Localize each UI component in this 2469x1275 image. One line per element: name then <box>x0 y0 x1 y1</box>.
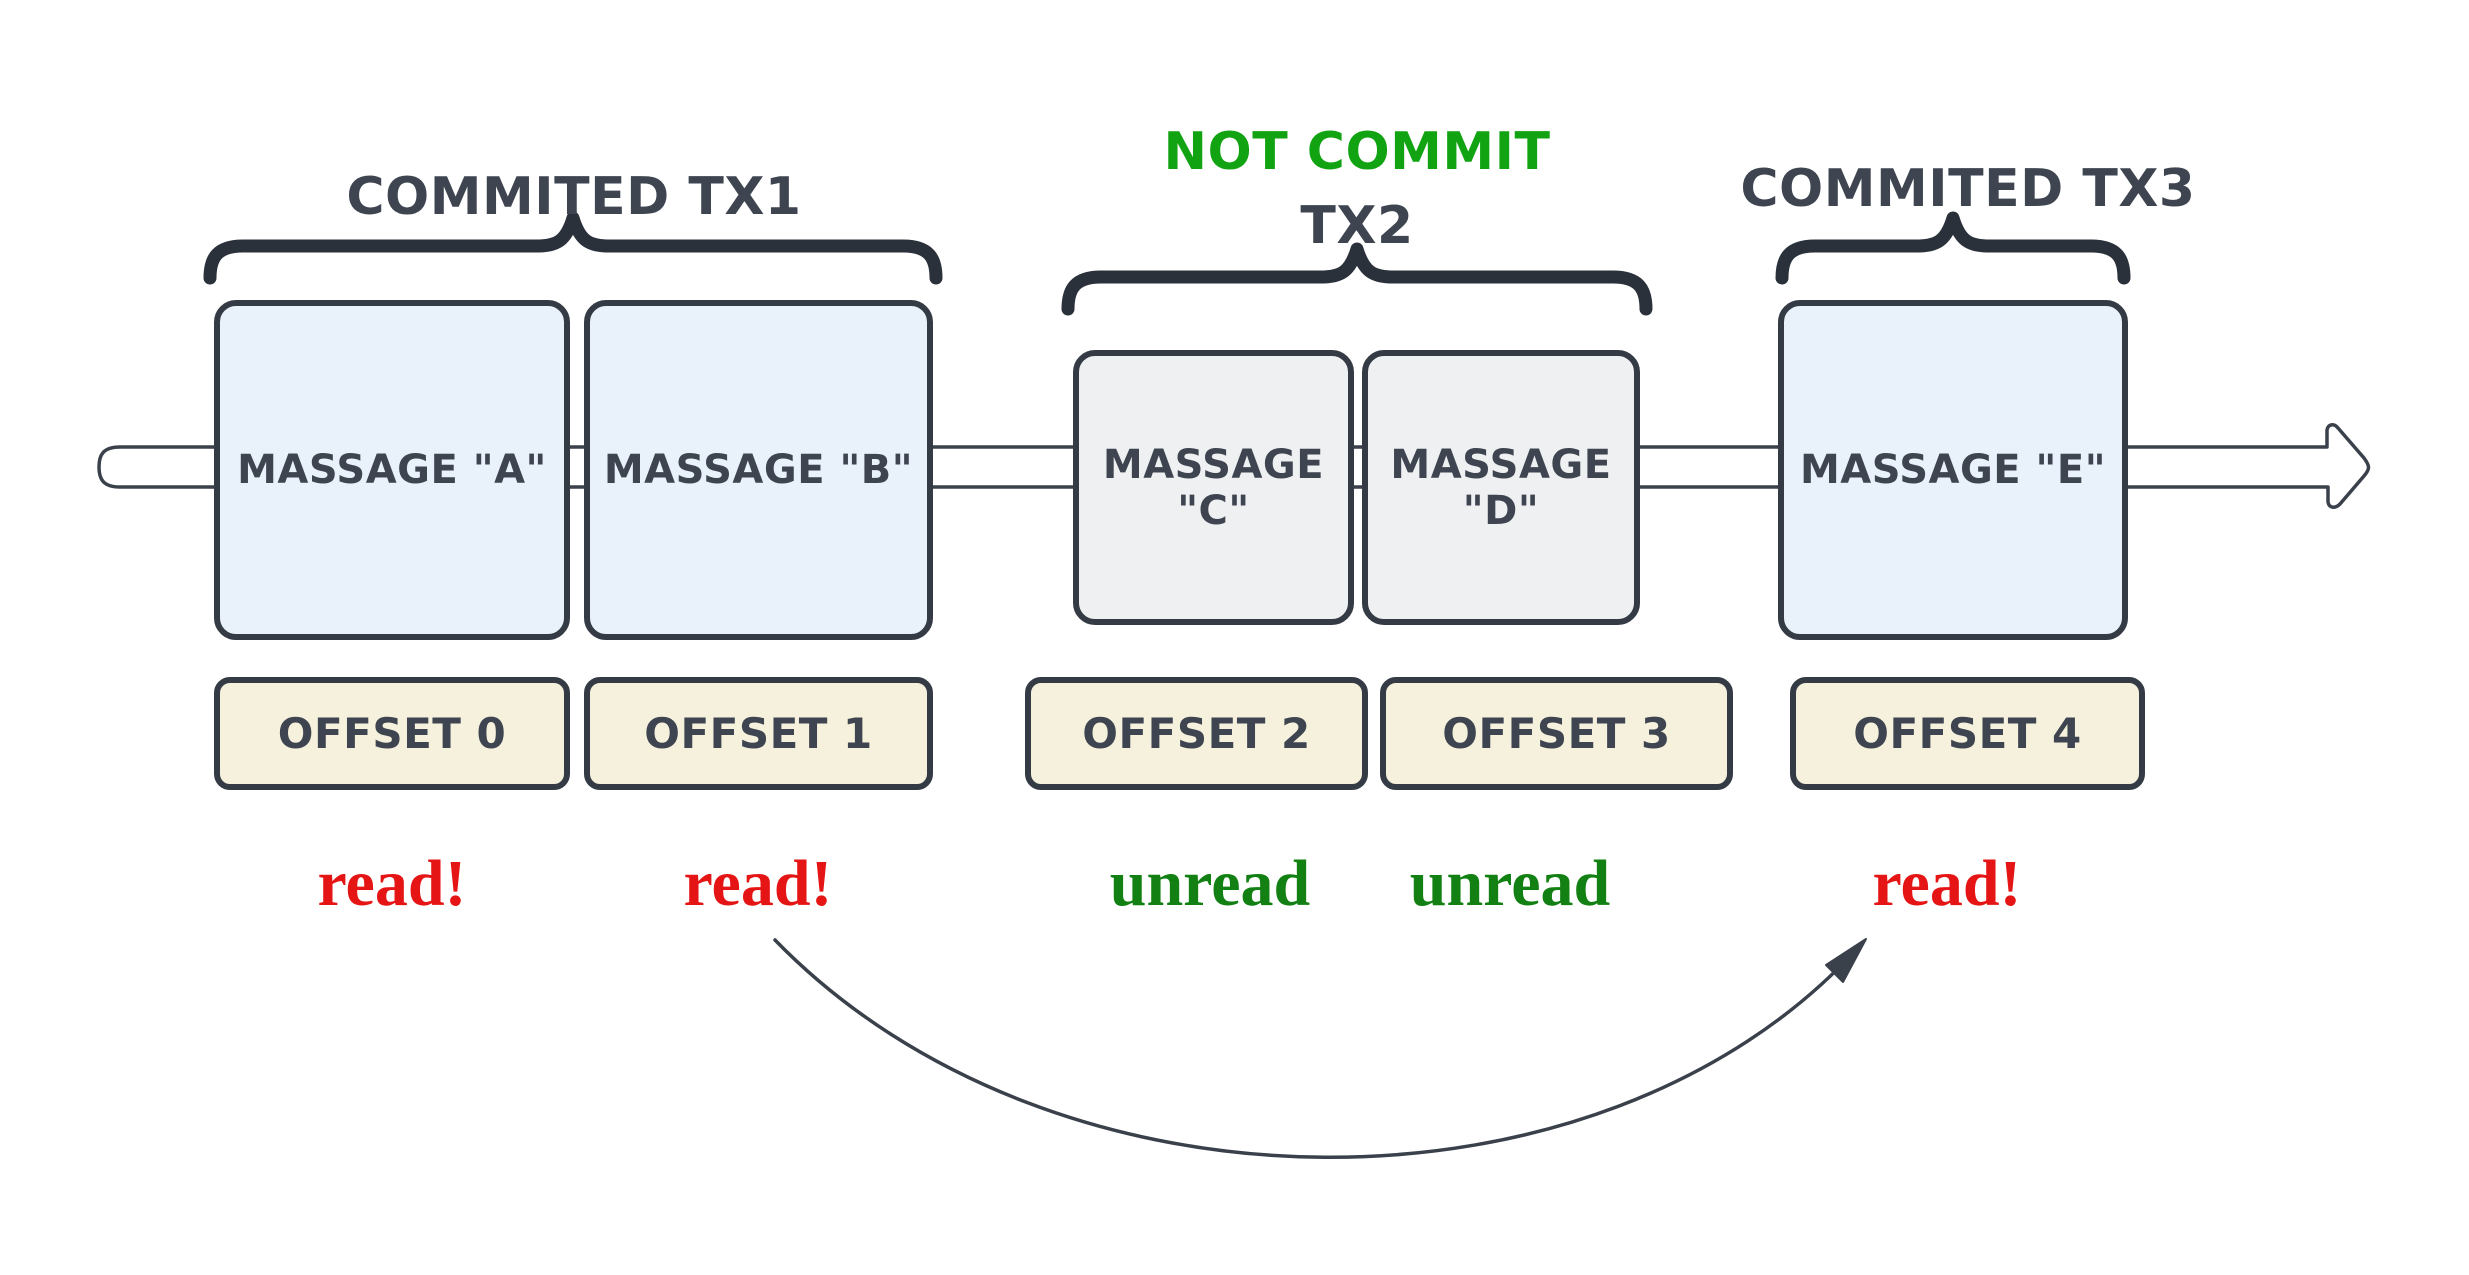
status-offset-2: unread <box>1109 847 1311 920</box>
offset-label-2: OFFSET 2 <box>1082 709 1311 758</box>
offset-label-3: OFFSET 3 <box>1442 709 1671 758</box>
status-offset-1: read! <box>683 847 833 920</box>
group-label-tx2: NOT COMMIT TX2 <box>1037 115 1677 263</box>
offset-label-4: OFFSET 4 <box>1853 709 2082 758</box>
message-box-a: MASSAGE "A" <box>214 300 570 640</box>
offset-label-0: OFFSET 0 <box>277 709 507 758</box>
message-box-e: MASSAGE "E" <box>1778 300 2128 640</box>
tx3-brace <box>1775 211 2131 285</box>
status-offset-3: unread <box>1409 847 1611 920</box>
message-box-c: MASSAGE "C" <box>1073 350 1354 625</box>
group-label-tx1: COMMITED TX1 <box>254 160 894 234</box>
group-label-tx2-line2: TX2 <box>1300 196 1414 256</box>
message-label-d: MASSAGE "D" <box>1390 441 1612 534</box>
offset-box-4: OFFSET 4 <box>1790 677 2145 790</box>
message-box-b: MASSAGE "B" <box>584 300 933 640</box>
offset-box-2: OFFSET 2 <box>1025 677 1368 790</box>
message-label-e: MASSAGE "E" <box>1799 447 2107 493</box>
group-label-tx1-text: COMMITED TX1 <box>346 167 802 227</box>
offset-box-1: OFFSET 1 <box>584 677 933 790</box>
message-label-c: MASSAGE "C" <box>1102 441 1325 534</box>
message-label-b: MASSAGE "B" <box>603 447 914 493</box>
skip-arrow-curve <box>773 938 1858 1159</box>
message-label-a: MASSAGE "A" <box>237 447 547 493</box>
group-label-tx3-text: COMMITED TX3 <box>1740 159 2196 219</box>
status-offset-0: read! <box>317 847 467 920</box>
group-label-tx2-line1: NOT COMMIT <box>1163 122 1551 182</box>
tx1-brace <box>203 211 943 285</box>
group-label-tx3: COMMITED TX3 <box>1648 152 2288 226</box>
message-box-d: MASSAGE "D" <box>1362 350 1640 625</box>
offset-box-3: OFFSET 3 <box>1380 677 1733 790</box>
tx2-brace <box>1061 242 1653 316</box>
offset-box-0: OFFSET 0 <box>214 677 570 790</box>
skip-arrow-head <box>1825 938 1867 983</box>
status-offset-4: read! <box>1872 847 2022 920</box>
offset-label-1: OFFSET 1 <box>644 709 873 758</box>
